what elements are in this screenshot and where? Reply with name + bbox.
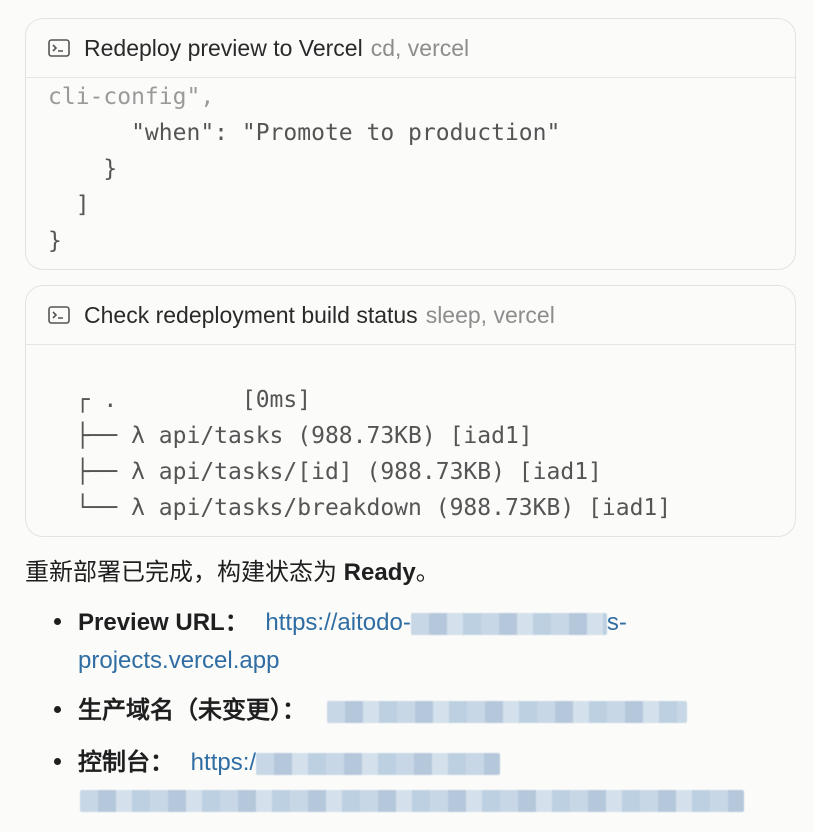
command-output: ┌ . [0ms] ├── λ api/tasks (988.73KB) [ia… bbox=[48, 382, 671, 526]
output-line: ] bbox=[48, 192, 90, 218]
list-item-console: 控制台： https:/ bbox=[48, 744, 501, 782]
summary-text: 重新部署已完成，构建状态为 Ready。 bbox=[25, 552, 440, 587]
link-text: s- bbox=[606, 609, 627, 636]
production-domain-redacted bbox=[326, 700, 687, 723]
command-output: cli-config", "when": "Promote to product… bbox=[48, 79, 560, 259]
list-item-production-domain: 生产域名（未变更）： bbox=[48, 692, 687, 730]
link-text: https:/ bbox=[190, 749, 257, 776]
link-text: https://aitodo- bbox=[265, 609, 411, 636]
output-line: └── λ api/tasks/breakdown (988.73KB) [ia… bbox=[48, 495, 672, 521]
card-header[interactable]: Redeploy preview to Vercel cd, vercel bbox=[26, 19, 795, 78]
output-line: ┌ . [0ms] bbox=[48, 387, 312, 413]
summary-prefix: 重新部署已完成，构建状态为 bbox=[25, 559, 344, 586]
tool-call-card-build-status[interactable]: Check redeployment build status sleep, v… bbox=[25, 285, 796, 537]
preview-url-label: Preview URL： bbox=[78, 609, 249, 636]
status-ready: Ready bbox=[343, 559, 416, 586]
card-tags: cd, vercel bbox=[370, 34, 470, 61]
output-line: } bbox=[48, 156, 118, 182]
preview-url-link-end[interactable]: projects.vercel.app bbox=[78, 647, 280, 674]
redacted-text bbox=[256, 752, 501, 775]
redacted-text bbox=[410, 612, 607, 635]
output-line: } bbox=[48, 228, 62, 254]
card-title: Check redeployment build status bbox=[84, 301, 418, 328]
production-domain-label: 生产域名（未变更）： bbox=[78, 697, 306, 724]
console-link-continued[interactable] bbox=[80, 790, 744, 812]
preview-url-link[interactable]: https://aitodo-s- bbox=[265, 609, 626, 636]
card-title: Redeploy preview to Vercel bbox=[84, 34, 363, 61]
output-line: "when": "Promote to production" bbox=[48, 120, 561, 146]
result-list: 生产域名（未变更）： bbox=[48, 692, 687, 730]
list-item-preview-url: Preview URL： https://aitodo-s- bbox=[48, 604, 627, 642]
result-list: 控制台： https:/ bbox=[48, 744, 501, 782]
console-link[interactable]: https:/ bbox=[190, 749, 501, 776]
output-line: ├── λ api/tasks/[id] (988.73KB) [iad1] bbox=[48, 459, 602, 485]
card-tags: sleep, vercel bbox=[425, 301, 555, 328]
result-list: Preview URL： https://aitodo-s- bbox=[48, 604, 627, 642]
console-label: 控制台： bbox=[78, 749, 174, 776]
output-line: ├── λ api/tasks (988.73KB) [iad1] bbox=[48, 423, 533, 449]
terminal-icon bbox=[48, 306, 70, 324]
preview-url-link-wrap[interactable]: projects.vercel.app bbox=[78, 644, 279, 678]
card-header[interactable]: Check redeployment build status sleep, v… bbox=[26, 286, 795, 345]
output-line: cli-config", bbox=[48, 84, 215, 110]
terminal-icon bbox=[48, 39, 70, 57]
tool-call-card-redeploy[interactable]: Redeploy preview to Vercel cd, vercel cl… bbox=[25, 18, 796, 270]
summary-suffix: 。 bbox=[415, 559, 440, 586]
redacted-text bbox=[80, 790, 744, 812]
